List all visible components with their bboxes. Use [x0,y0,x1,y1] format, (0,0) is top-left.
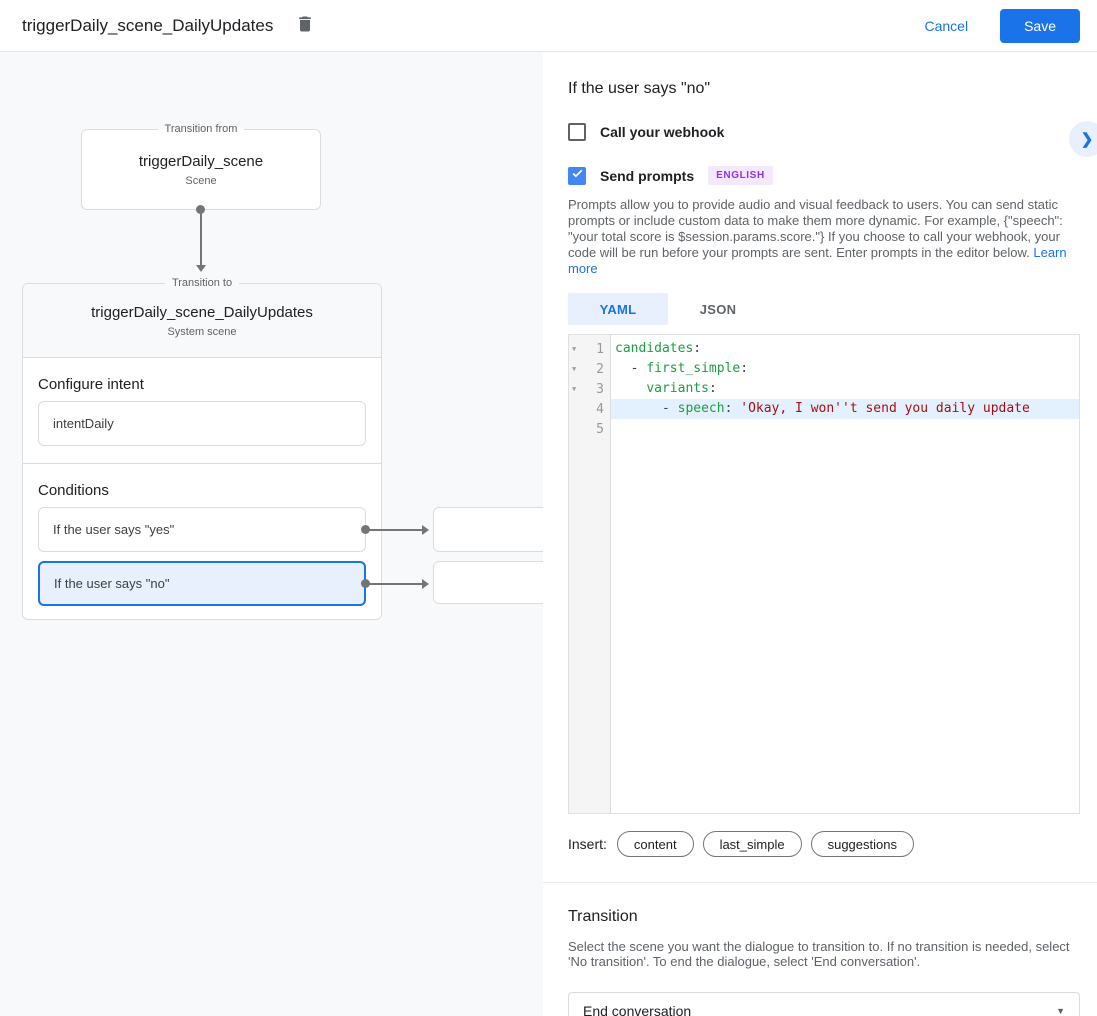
to-scene-name: triggerDaily_scene_DailyUpdates [91,304,313,321]
transition-to-label: Transition to [171,277,233,289]
code-line[interactable]: - speech: 'Okay, I won''t send you daily… [611,399,1079,419]
cancel-button[interactable]: Cancel [924,17,969,34]
gutter-row: ▼3 [569,379,610,399]
insert-label: Insert: [568,836,607,852]
code-token-plain: : [740,361,749,376]
code-token-key: speech [677,401,725,416]
collapse-panel-button[interactable]: ❯ [1069,121,1097,157]
scene-diagram-canvas: Transition from triggerDaily_scene Scene… [0,52,543,1016]
from-scene-name: triggerDaily_scene [138,153,264,170]
to-scene-type: System scene [167,326,237,338]
trash-icon [295,14,315,37]
configure-intent-heading: Configure intent [38,376,144,393]
insert-last-simple-button[interactable]: last_simple [702,831,802,857]
transition-heading: Transition [568,908,638,925]
editor-tabs: YAML JSON [568,293,1080,325]
connector-line [200,210,202,265]
line-number: 2 [596,361,604,377]
line-number: 1 [596,341,604,357]
transition-select-value: End conversation [583,1003,692,1016]
prompts-description-text: Prompts allow you to provide audio and v… [568,197,1063,260]
line-number: 4 [596,401,604,417]
code-token-plain [615,381,646,396]
connector-dot [361,579,370,588]
code-token-plain: - [615,401,678,416]
gutter-row: 5 [569,419,610,439]
fold-icon[interactable]: ▼ [572,365,577,373]
language-badge: ENGLISH [708,166,773,185]
insert-content-button[interactable]: content [616,831,694,857]
from-scene-type: Scene [185,175,217,187]
arrow-down-icon [196,265,206,272]
connector-line [366,583,422,585]
page-title: triggerDaily_scene_DailyUpdates [22,15,274,35]
code-token-plain: : [693,341,702,356]
code-lines[interactable]: candidates: - first_simple: variants: - … [611,335,1079,813]
code-token-key: variants [646,381,709,396]
code-token-plain: : [724,401,741,416]
divider [23,463,381,464]
divider [543,882,1097,883]
caret-down-icon: ▼ [1056,1006,1065,1016]
line-number: 5 [596,421,604,437]
arrow-right-icon [422,525,429,535]
condition-detail-panel: If the user says "no" ❯ Call your webhoo… [543,52,1097,1016]
fold-icon[interactable]: ▼ [572,385,577,393]
code-line[interactable]: - first_simple: [611,359,1079,379]
top-bar: triggerDaily_scene_DailyUpdates Cancel S… [0,0,1097,52]
tab-yaml[interactable]: YAML [568,293,668,325]
webhook-checkbox[interactable] [568,123,586,141]
chevron-right-icon: ❯ [1080,131,1094,148]
condition-item-no[interactable]: If the user says "no" [38,561,366,606]
condition-item-yes[interactable]: If the user says "yes" [38,507,366,552]
gutter-row: 4 [569,399,610,419]
webhook-label: Call your webhook [600,124,725,140]
target-scene-stub[interactable] [433,507,543,552]
arrow-right-icon [422,579,429,589]
transition-description: Select the scene you want the dialogue t… [568,939,1070,969]
panel-title: If the user says "no" [568,80,711,97]
transition-select[interactable]: End conversation ▼ [568,992,1080,1016]
transition-to-node[interactable]: Transition to triggerDaily_scene_DailyUp… [22,277,382,620]
code-line[interactable] [611,419,1079,439]
insert-row: Insert: content last_simple suggestions [568,831,1080,857]
target-scene-stub[interactable] [433,561,543,604]
code-token-key: candidates [615,341,694,356]
save-button[interactable]: Save [1000,8,1080,43]
send-prompts-label: Send prompts [600,167,695,184]
intent-item[interactable]: intentDaily [38,401,366,446]
connector-line [366,529,422,531]
send-prompts-row: Send prompts ENGLISH [568,166,1080,185]
insert-suggestions-button[interactable]: suggestions [810,831,914,857]
gutter-row: ▼2 [569,359,610,379]
code-token-plain: - [615,361,647,376]
tab-json[interactable]: JSON [699,301,737,317]
check-icon [571,167,584,185]
connector-dot [196,205,205,214]
webhook-row: Call your webhook [568,123,1080,141]
code-token-key: first_simple [646,361,741,376]
to-scene-header: triggerDaily_scene_DailyUpdates System s… [23,284,381,358]
transition-from-node[interactable]: Transition from triggerDaily_scene Scene [81,123,321,210]
code-token-string: 'Okay, I won''t send you daily update [740,401,1030,416]
transition-from-label: Transition from [164,123,238,135]
line-number: 3 [596,381,604,397]
delete-scene-button[interactable] [291,12,319,40]
send-prompts-checkbox[interactable] [568,166,586,185]
connector-dot [361,525,370,534]
gutter-row: ▼1 [569,339,610,359]
fold-icon[interactable]: ▼ [572,345,577,353]
code-line[interactable]: candidates: [611,339,1079,359]
code-token-plain: : [708,381,717,396]
learn-more-link[interactable]: Learn more [568,245,1067,276]
code-line[interactable]: variants: [611,379,1079,399]
prompts-description: Prompts allow you to provide audio and v… [568,197,1080,277]
conditions-heading: Conditions [38,482,109,499]
